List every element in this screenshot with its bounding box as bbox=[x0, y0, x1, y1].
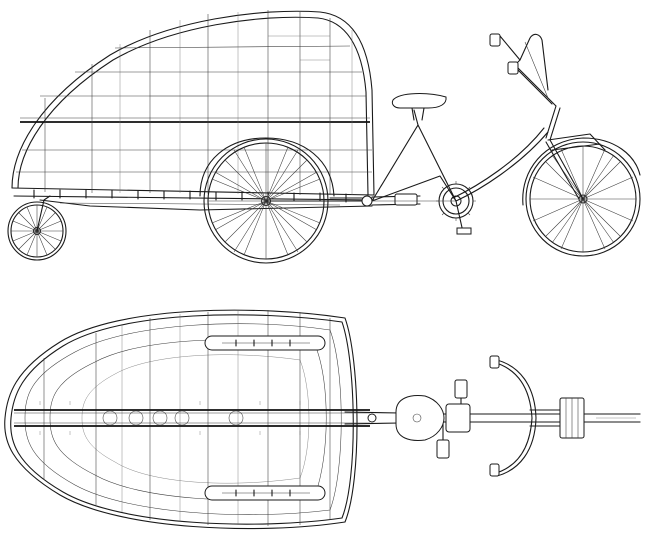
caravan-shell-top bbox=[4, 309, 370, 530]
shell-ribs bbox=[44, 10, 353, 195]
saddle bbox=[391, 93, 447, 121]
handlebar-top bbox=[489, 355, 561, 477]
caster-wheel bbox=[7, 195, 67, 261]
bicycle-side bbox=[371, 33, 641, 257]
saddle-top bbox=[395, 395, 445, 441]
wheel-pod-bottom bbox=[204, 485, 326, 501]
chassis-tabs bbox=[33, 189, 347, 203]
pedals-top bbox=[436, 379, 471, 459]
spine-holes bbox=[102, 410, 244, 426]
caravan-shell-side bbox=[11, 10, 375, 211]
top-view bbox=[4, 309, 641, 530]
handlebar bbox=[489, 33, 557, 107]
hitch-top bbox=[344, 411, 401, 425]
tow-bar bbox=[265, 193, 421, 207]
bicycle-top bbox=[395, 355, 641, 477]
side-view bbox=[7, 10, 641, 264]
wheel-pod-top bbox=[204, 335, 326, 351]
front-rack-top bbox=[559, 397, 585, 439]
